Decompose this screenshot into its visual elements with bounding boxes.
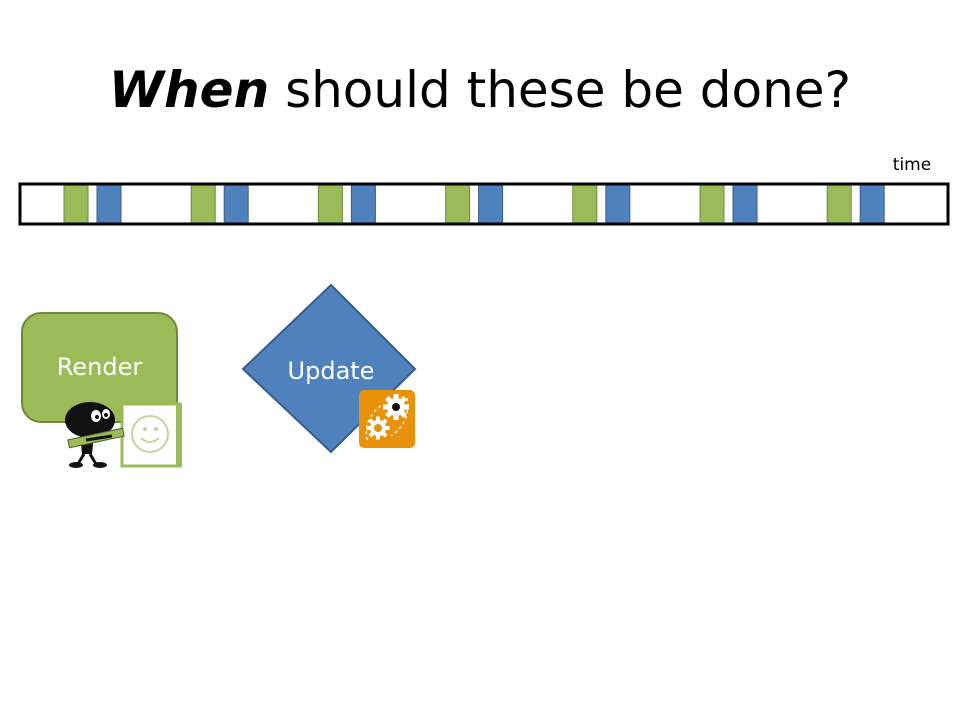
render-label: Render [56, 353, 143, 381]
title-emphasis: When [108, 61, 270, 119]
time-label: time [892, 155, 932, 175]
gears-icon [359, 390, 415, 448]
timeline-blocks [18, 182, 950, 226]
title-rest: should these be done? [269, 61, 852, 119]
timeline-render-block [63, 183, 89, 225]
drawing-character-icon [65, 402, 182, 468]
timeline [18, 182, 950, 226]
timeline-update-block [605, 183, 631, 225]
page-title: When should these be done? [0, 58, 960, 122]
timeline-outline [18, 182, 950, 226]
update-label: Update [287, 357, 375, 385]
timeline-render-block [445, 183, 471, 225]
